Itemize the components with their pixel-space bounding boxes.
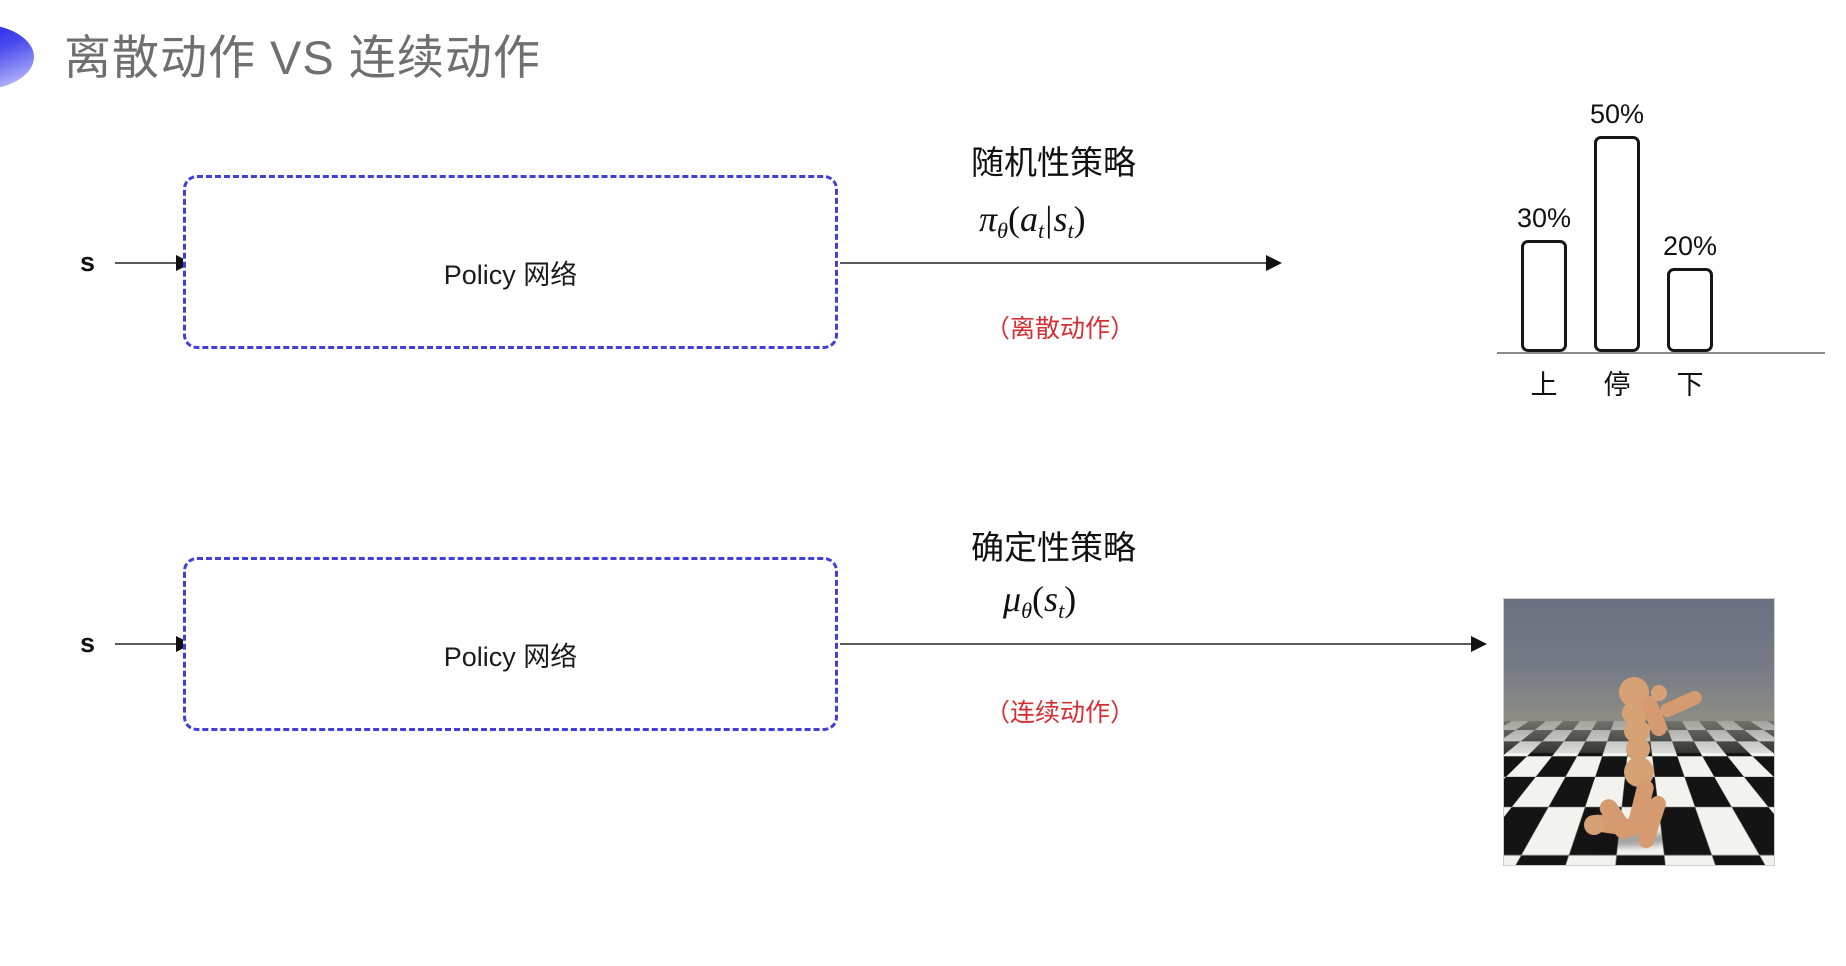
bar-category-label-0: 上 [1503, 363, 1585, 402]
formula-subscript-theta: θ [997, 218, 1008, 243]
formula-symbol-a: a [1020, 199, 1038, 239]
formula-stochastic-policy: πθ(at|st) [979, 198, 1086, 244]
bar-category-label-2: 下 [1649, 363, 1731, 402]
policy-type-label-discrete: 随机性策略 [971, 136, 1136, 184]
formula-paren-close: ) [1074, 199, 1086, 239]
policy-network-box-continuous[interactable]: Policy 网络 [183, 557, 838, 731]
bar-rect-1 [1594, 136, 1640, 352]
humanoid-foot-back [1584, 815, 1604, 835]
input-state-label-continuous: s [80, 628, 95, 659]
discrete-action-bar-chart: 30% 上 50% 停 20% 下 [1497, 96, 1827, 456]
arrow-policy-to-output-discrete [840, 262, 1280, 264]
formula-subscript-theta-2: θ [1021, 598, 1032, 623]
half-circle-decor-icon [0, 24, 34, 90]
input-state-label-discrete: s [80, 247, 95, 278]
formula-deterministic-policy: μθ(st) [1003, 578, 1076, 624]
note-discrete-action: （离散动作） [985, 309, 1135, 345]
policy-network-box-discrete[interactable]: Policy 网络 [183, 175, 838, 349]
bar-category-label-1: 停 [1576, 363, 1658, 402]
bar-value-label-0: 30% [1503, 203, 1585, 234]
bar-value-label-1: 50% [1576, 99, 1658, 130]
formula-paren-close-2: ) [1064, 579, 1076, 619]
formula-symbol-s: s [1053, 199, 1067, 239]
bar-rect-0 [1521, 240, 1567, 352]
formula-symbol-pi: π [979, 199, 997, 239]
humanoid-simulation-icon [1503, 598, 1775, 866]
arrow-input-to-policy-discrete [115, 262, 190, 264]
humanoid-hand [1651, 685, 1667, 701]
arrow-policy-to-output-continuous [840, 643, 1485, 645]
policy-network-label-discrete: Policy 网络 [186, 253, 835, 292]
arrow-input-to-policy-continuous [115, 643, 190, 645]
formula-symbol-mu: μ [1003, 579, 1021, 619]
chart-axis-line [1497, 352, 1825, 354]
formula-paren-open-2: ( [1032, 579, 1044, 619]
page-title: 离散动作 VS 连续动作 [64, 27, 541, 89]
policy-type-label-continuous: 确定性策略 [971, 521, 1136, 569]
bar-value-label-2: 20% [1649, 231, 1731, 262]
formula-paren-open: ( [1008, 199, 1020, 239]
note-continuous-action: （连续动作） [985, 693, 1135, 729]
policy-network-label-continuous: Policy 网络 [186, 635, 835, 674]
formula-symbol-s-2: s [1044, 579, 1058, 619]
bar-rect-2 [1667, 268, 1713, 352]
